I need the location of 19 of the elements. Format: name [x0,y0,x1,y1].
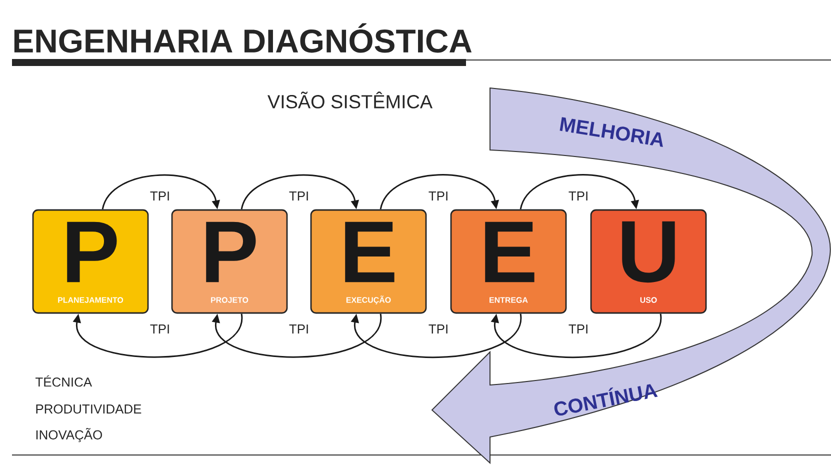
edge-label: TPI [288,324,310,334]
curved-arrow [520,174,640,210]
edge-label: TPI [148,324,172,334]
curved-arrow [240,174,360,210]
curved-arrow [72,314,242,358]
curved-arrow [380,174,500,210]
curved-arrow [102,174,220,210]
list-item: TÉCNICA [36,375,92,387]
subtitle: VISÃO SISTÊMICA [268,92,433,108]
curved-arrow [212,314,382,358]
list-item: INOVAÇÃO [36,428,102,442]
edge-label: TPI [148,190,172,202]
edge-label: TPI [567,190,590,202]
edge-label: TPI [567,324,590,334]
edge-label: TPI [288,190,310,202]
list-item: PRODUTIVIDADE [36,404,142,414]
curved-arrow [350,314,522,358]
curved-arrow [490,314,662,358]
title: ENGENHARIA DIAGNÓSTICA [14,23,472,53]
